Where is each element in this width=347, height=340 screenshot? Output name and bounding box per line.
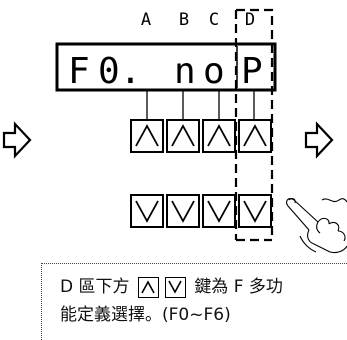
up-arrow-icon: [171, 124, 195, 147]
down-key-a[interactable]: [130, 194, 164, 228]
lcd-digit-o: o: [203, 51, 225, 92]
down-key-c[interactable]: [202, 194, 236, 228]
column-label-b: B: [178, 10, 190, 30]
lcd-digit-p: P: [241, 51, 263, 92]
pointing-hand-icon: [286, 198, 347, 254]
up-key-a[interactable]: [130, 119, 164, 153]
up-key-b[interactable]: [166, 119, 200, 153]
down-arrow-icon: [207, 200, 231, 223]
column-label-a: A: [140, 10, 152, 30]
up-key-d[interactable]: [238, 119, 272, 153]
up-arrow-icon: [135, 124, 159, 147]
inline-up-key: [137, 276, 159, 298]
up-arrow-icon: [243, 124, 267, 147]
down-arrow-icon: [135, 200, 159, 223]
lcd-digit-f: F: [68, 51, 90, 92]
caption-line-1-start: D 區下方: [60, 277, 130, 297]
caption-line-1-end: 鍵為 F 多功: [194, 277, 283, 297]
down-arrow-icon: [243, 200, 267, 223]
column-label-c: C: [208, 10, 220, 30]
up-arrow-icon: [207, 124, 231, 147]
lcd-display: [55, 42, 277, 92]
right-arrow-icon: [304, 121, 334, 159]
caption-line-2: 能定義選擇。(F0~F6): [60, 305, 231, 325]
down-key-b[interactable]: [166, 194, 200, 228]
caption-line-1: D 區下方 鍵為 F 多功: [60, 276, 283, 298]
column-label-d: D: [244, 10, 256, 30]
up-key-c[interactable]: [202, 119, 236, 153]
caption-box: D 區下方 鍵為 F 多功 能定義選擇。(F0~F6): [41, 263, 347, 340]
lcd-digit-zero: 0.: [98, 51, 141, 92]
lcd-digit-n: n: [174, 51, 196, 92]
down-key-d[interactable]: [238, 194, 272, 228]
down-arrow-icon: [171, 200, 195, 223]
left-arrow-icon: [2, 121, 32, 159]
inline-down-key: [164, 276, 186, 298]
connector-lines: [146, 90, 255, 120]
